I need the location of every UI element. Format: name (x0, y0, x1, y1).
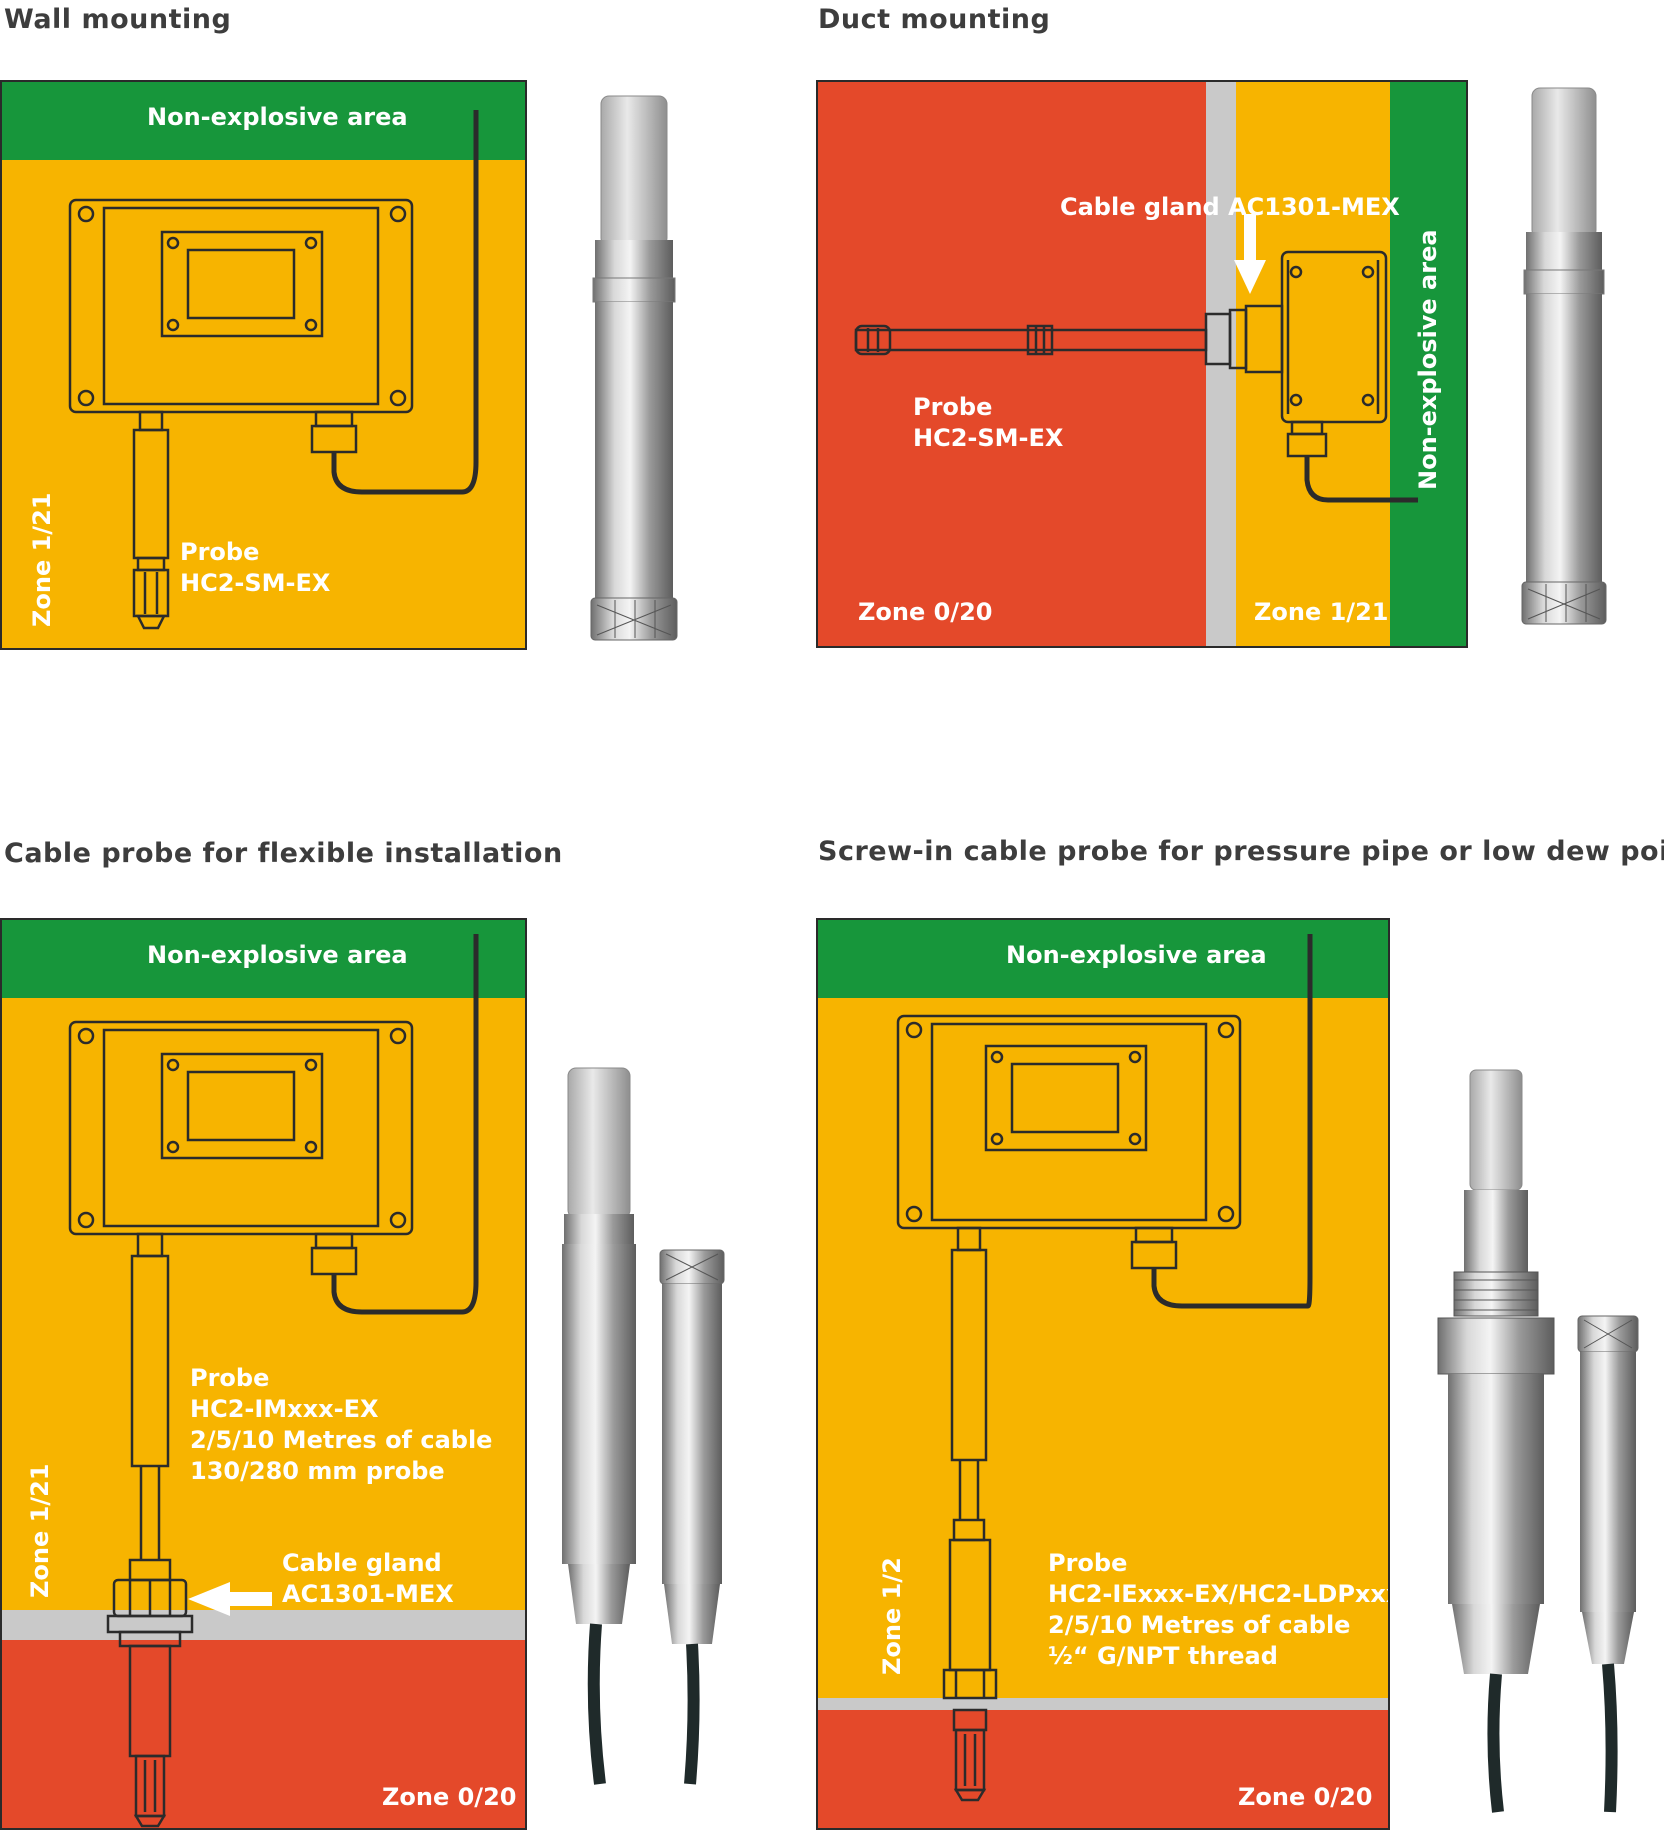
screw-in-transmitter-drawing (896, 934, 1313, 1802)
screw-in-probe-diagram: Non-explosive area Probe HC2-IExxx-EX/HC… (816, 918, 1390, 1830)
wall-mounting-title: Wall mounting (4, 4, 232, 35)
probe-photo-hc2-sm-ex (590, 95, 678, 641)
probe-photo-hc2-sm-ex-duct (1521, 87, 1607, 625)
probe-label: Probe HC2-IExxx-EX/HC2-LDPxxx-EX 2/5/10 … (1048, 1549, 1388, 1670)
cable-probe-diagram: Probe HC2-IMxxx-EX 2/5/10 Metres of cabl… (0, 918, 527, 1830)
zone-0-20-area (818, 1710, 1388, 1828)
zone-1-21-area (2, 998, 525, 1688)
cable-gland-label: Cable gland AC1301-MEX (1060, 193, 1400, 221)
duct-mounting-title: Duct mounting (818, 4, 1051, 35)
wall-mounting-diagram: Non-explosive area Zone 1/21 Probe HC2-S… (0, 80, 527, 650)
non-explosive-band (1390, 82, 1466, 646)
non-explosive-band (2, 920, 525, 998)
cable-probe-title: Cable probe for flexible installation (4, 838, 563, 869)
non-explosive-label: Non-explosive area (1414, 229, 1442, 490)
cable-probe-photo (562, 1067, 725, 1785)
cable-transmitter-drawing (68, 934, 479, 1828)
zone-0-20-label: Zone 0/20 (1238, 1783, 1373, 1811)
probe-label: Probe HC2-IMxxx-EX 2/5/10 Metres of cabl… (190, 1364, 493, 1485)
zone-0-20-area (818, 82, 1206, 646)
pipe-wall (818, 1698, 1388, 1710)
non-explosive-band (2, 82, 525, 160)
zone-1-21-label: Zone 1/21 (26, 1463, 54, 1598)
wall-separator (2, 1610, 525, 1640)
non-explosive-band (818, 920, 1388, 998)
zone-label: Zone 1/21 (28, 492, 56, 627)
zone-1-21-area (1236, 82, 1390, 646)
screw-in-probe-photo (1437, 1069, 1639, 1813)
probe-label: Probe HC2-SM-EX (180, 538, 331, 597)
zone-0-20-area (2, 1640, 525, 1828)
screw-in-probe-title: Screw-in cable probe for pressure pipe o… (818, 836, 1664, 867)
probe-label: Probe HC2-SM-EX (913, 393, 1064, 452)
zone-0-20-label: Zone 0/20 (858, 598, 993, 626)
cable-gland-label: Cable gland AC1301-MEX (282, 1549, 454, 1608)
transmitter-housing-drawing (68, 110, 479, 630)
non-explosive-label: Non-explosive area (1006, 941, 1267, 969)
zone-1-2-area (818, 998, 1388, 1778)
duct-transmitter-drawing (854, 214, 1418, 503)
non-explosive-label: Non-explosive area (147, 941, 408, 969)
duct-mounting-diagram: Cable gland AC1301-MEX Probe HC2-SM-EX Z… (816, 80, 1468, 648)
non-explosive-label: Non-explosive area (147, 103, 408, 131)
zone-1-21-label: Zone 1/21 (1254, 598, 1389, 626)
zone-0-20-label: Zone 0/20 (382, 1783, 517, 1811)
zone-1-2-label: Zone 1/2 (878, 1557, 906, 1675)
